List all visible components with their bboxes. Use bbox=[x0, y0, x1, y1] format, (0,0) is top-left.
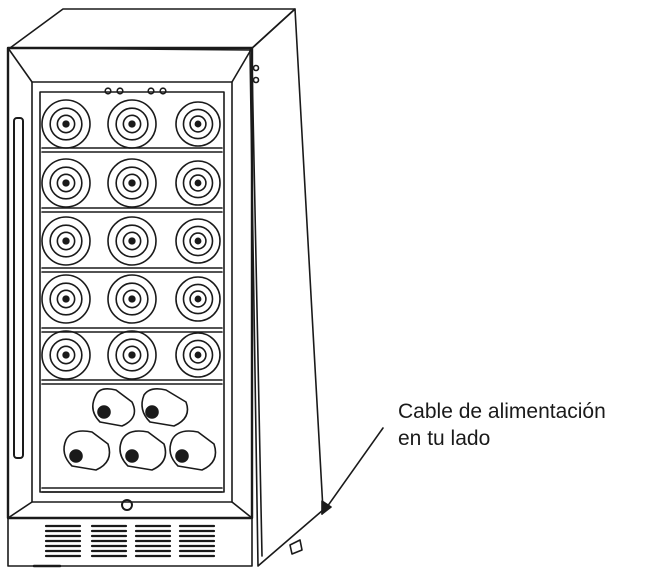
bottle-ring bbox=[115, 166, 149, 200]
control-button bbox=[147, 87, 155, 95]
bottle-ring bbox=[49, 282, 83, 316]
bottle-punt bbox=[128, 237, 136, 245]
bottle-punt bbox=[128, 295, 136, 303]
bottle-ring bbox=[115, 224, 149, 258]
bottle-ring bbox=[182, 283, 214, 315]
lower-bottle-cap bbox=[145, 405, 159, 419]
bottle-grid bbox=[41, 99, 221, 380]
bottle-base bbox=[107, 216, 157, 266]
door-lock bbox=[121, 499, 133, 511]
bottle-base bbox=[41, 216, 91, 266]
bottle-ring bbox=[115, 107, 149, 141]
bottle-punt bbox=[62, 179, 70, 187]
bottle-ring bbox=[182, 225, 214, 257]
bottle-base bbox=[41, 158, 91, 208]
callout-line bbox=[321, 427, 384, 515]
bottle-punt bbox=[62, 295, 70, 303]
bottle-base bbox=[175, 332, 221, 378]
lower-bottle-cap bbox=[69, 449, 83, 463]
cabinet-top bbox=[9, 8, 296, 51]
bottle-punt bbox=[194, 351, 202, 359]
door-bevel bbox=[7, 47, 33, 83]
bottle-ring bbox=[122, 173, 142, 193]
bottle-ring bbox=[49, 224, 83, 258]
bottle-ring bbox=[122, 289, 142, 309]
lower-bottle bbox=[63, 430, 111, 471]
lower-bottles bbox=[63, 388, 217, 471]
door-handle bbox=[13, 117, 24, 459]
bottle-punt bbox=[194, 237, 202, 245]
callout-line-2: en tu lado bbox=[398, 427, 491, 450]
bottle-base bbox=[175, 276, 221, 322]
door-bevel bbox=[231, 501, 253, 519]
bottle-ring bbox=[189, 174, 207, 192]
lower-bottle bbox=[119, 430, 167, 471]
control-button bbox=[104, 87, 112, 95]
lower-bottle bbox=[141, 388, 189, 427]
callout-line-1: Cable de alimentación bbox=[398, 400, 606, 423]
bottle-ring bbox=[189, 346, 207, 364]
bottle-base bbox=[175, 218, 221, 264]
bottle-ring bbox=[115, 282, 149, 316]
lower-bottle bbox=[169, 430, 217, 471]
hinge-mark bbox=[252, 76, 260, 84]
bottle-ring bbox=[122, 114, 142, 134]
bottle-ring bbox=[182, 167, 214, 199]
bottle-ring bbox=[49, 338, 83, 372]
bottle-ring bbox=[56, 289, 76, 309]
bottle-punt bbox=[194, 120, 202, 128]
ventilation-grille bbox=[44, 524, 216, 558]
bottle-ring bbox=[182, 339, 214, 371]
bottle-ring bbox=[56, 345, 76, 365]
bottle-punt bbox=[128, 351, 136, 359]
bottle-punt bbox=[128, 179, 136, 187]
callout-arrowhead bbox=[321, 500, 332, 515]
bottle-ring bbox=[56, 114, 76, 134]
bottle-base bbox=[41, 99, 91, 149]
bottle-ring bbox=[49, 166, 83, 200]
bottle-base bbox=[175, 160, 221, 206]
hinge-mark bbox=[252, 64, 260, 72]
control-button bbox=[159, 87, 167, 95]
kick-plate bbox=[7, 517, 253, 567]
shelves bbox=[41, 147, 223, 493]
bottle-base bbox=[41, 274, 91, 324]
bottle-ring bbox=[56, 231, 76, 251]
door-bevel bbox=[7, 501, 33, 519]
lower-bottle-cap bbox=[125, 449, 139, 463]
bottle-ring bbox=[122, 345, 142, 365]
lower-bottle bbox=[92, 388, 136, 427]
bottle-base bbox=[175, 101, 221, 147]
foot bbox=[289, 539, 303, 555]
bottle-punt bbox=[62, 237, 70, 245]
bottle-ring bbox=[189, 232, 207, 250]
bottle-ring bbox=[115, 338, 149, 372]
bottle-punt bbox=[62, 120, 70, 128]
bottle-ring bbox=[182, 108, 214, 140]
bottle-ring bbox=[49, 107, 83, 141]
bottle-punt bbox=[194, 179, 202, 187]
bottle-base bbox=[107, 274, 157, 324]
door-bevel bbox=[231, 47, 253, 83]
bottle-ring bbox=[189, 115, 207, 133]
bottle-punt bbox=[128, 120, 136, 128]
bottle-ring bbox=[189, 290, 207, 308]
power-cable-callout: Cable de alimentación en tu lado bbox=[398, 398, 606, 452]
bottle-ring bbox=[122, 231, 142, 251]
lower-bottle-cap bbox=[97, 405, 111, 419]
side-edge-line bbox=[251, 61, 263, 557]
bottle-punt bbox=[194, 295, 202, 303]
bottle-base bbox=[41, 330, 91, 380]
bottle-base bbox=[107, 158, 157, 208]
bottle-ring bbox=[56, 173, 76, 193]
bottle-base bbox=[107, 99, 157, 149]
bottle-base bbox=[107, 330, 157, 380]
lower-bottle-cap bbox=[175, 449, 189, 463]
control-button bbox=[116, 87, 124, 95]
bottle-punt bbox=[62, 351, 70, 359]
